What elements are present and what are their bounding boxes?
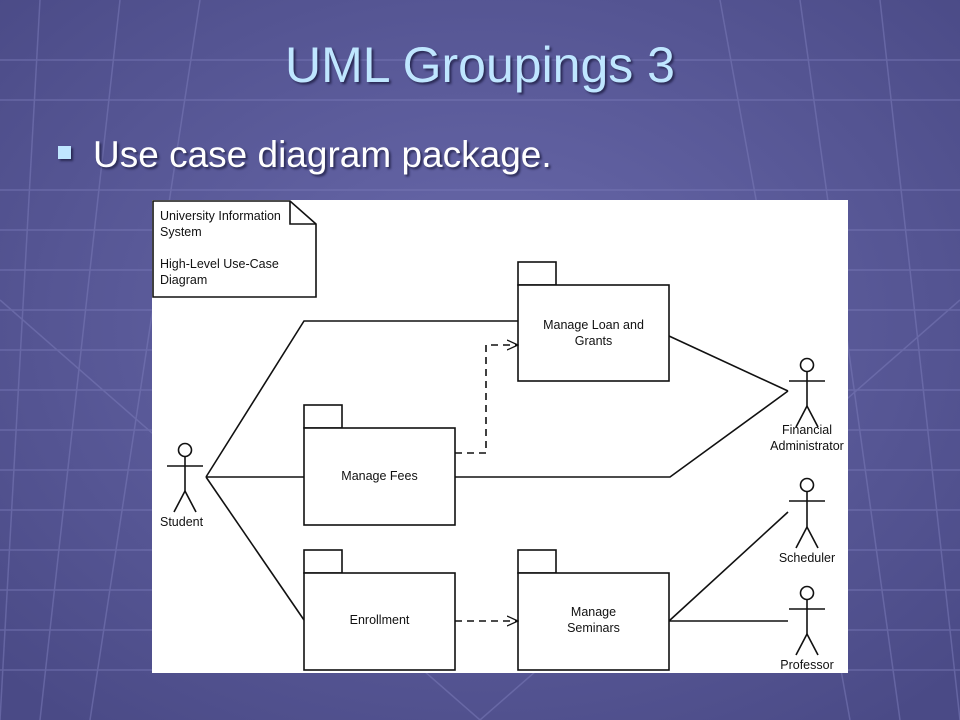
bullet-item: Use case diagram package.	[58, 130, 552, 180]
package-fees-label: Manage Fees	[304, 468, 455, 484]
actor-financial-admin-line2: Administrator	[770, 439, 844, 453]
diagram-note: University Information System High-Level…	[160, 208, 310, 288]
assoc-fees-finadmin	[455, 390, 789, 478]
bullet-text: Use case diagram package.	[93, 134, 552, 175]
diagram-canvas	[152, 200, 825, 671]
note-fold	[289, 201, 316, 225]
assoc-seminars-scheduler	[668, 511, 789, 622]
note-line: System	[160, 225, 202, 239]
note-line: Diagram	[160, 273, 208, 287]
package-loan-label: Manage Loan and Grants	[518, 317, 669, 349]
actor-financial-admin-line1: Financial	[781, 423, 833, 437]
assoc-student-enrollment	[205, 476, 305, 621]
package-loan-shape	[517, 261, 670, 382]
package-seminars-shape	[517, 549, 670, 671]
square-bullet-icon	[58, 145, 71, 159]
actor-professor-label: Professor	[780, 658, 834, 672]
actor-financial-admin-label: Financial Administrator	[762, 422, 848, 454]
package-enrollment-shape	[303, 549, 456, 671]
package-enrollment-line1: Enrollment	[349, 613, 410, 627]
actor-professor-icon	[789, 585, 825, 656]
assoc-student-loan	[205, 320, 518, 478]
actor-scheduler-label: Scheduler	[778, 551, 836, 565]
assoc-loan-finadmin	[668, 335, 789, 392]
package-fees-shape	[303, 404, 456, 526]
note-shape	[152, 200, 317, 298]
package-seminars-line1: Manage	[570, 605, 617, 619]
use-case-diagram: University Information System High-Level…	[152, 200, 848, 673]
actor-student-icon	[167, 442, 203, 513]
actor-student-label: Student	[160, 515, 204, 529]
package-fees-line1: Manage Fees	[341, 469, 418, 483]
dependency-fees-loan	[455, 345, 518, 454]
package-loan-line1: Manage Loan and	[543, 318, 644, 332]
actor-financial-admin-icon	[789, 357, 825, 428]
package-loan-line2: Grants	[574, 334, 613, 348]
note-line: University Information	[160, 209, 281, 223]
package-seminars-line2: Seminars	[567, 621, 620, 635]
slide-title: UML Groupings 3	[285, 37, 675, 93]
actor-scheduler-icon	[789, 477, 825, 549]
note-line: High-Level Use-Case	[160, 257, 279, 271]
package-enrollment-label: Enrollment	[304, 612, 455, 628]
package-seminars-label: Manage Seminars	[518, 604, 669, 636]
